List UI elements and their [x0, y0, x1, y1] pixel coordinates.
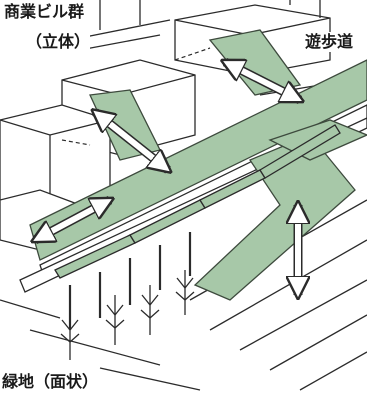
label-commercial-type: （立体）: [26, 32, 91, 52]
movement-arrows: [35, 57, 300, 295]
tree-icon: [60, 310, 80, 360]
label-walkway: 遊歩道: [304, 32, 353, 52]
arrow-icon: [95, 112, 168, 170]
dashed-guides: [61, 47, 211, 146]
tree-icon: [105, 295, 125, 345]
rail-line: [54, 124, 341, 279]
arrow-icon: [35, 196, 110, 244]
label-green-space: 緑地（面状）: [2, 372, 99, 392]
support-pillars: [68, 232, 192, 330]
tree-icon: [140, 285, 160, 335]
trees: [60, 270, 195, 360]
label-commercial-buildings: 商業ビル群: [4, 2, 85, 22]
tree-icon: [175, 270, 195, 315]
ground-lines: [0, 199, 367, 391]
arrow-icon: [225, 57, 300, 105]
